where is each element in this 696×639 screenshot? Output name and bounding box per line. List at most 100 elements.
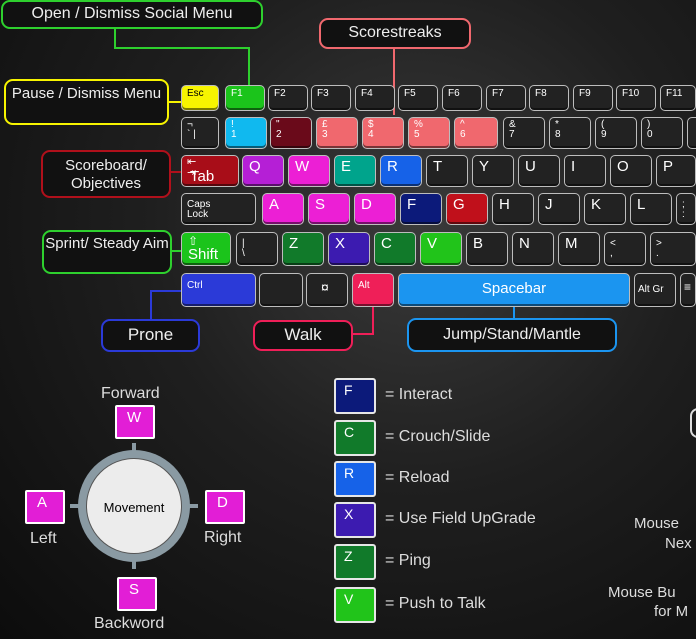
key-q[interactable]: Q	[242, 155, 284, 187]
key-f10[interactable]: F10	[616, 85, 656, 111]
key-a[interactable]: A	[262, 193, 304, 225]
key-z[interactable]: Z	[282, 232, 324, 266]
key-f7[interactable]: F7	[486, 85, 526, 111]
key-backslash[interactable]: |\	[236, 232, 278, 266]
key-l[interactable]: L	[630, 193, 672, 225]
key-backtick[interactable]: ¬ ` |	[181, 117, 219, 149]
key-c[interactable]: C	[374, 232, 416, 266]
key-top-symbol: ¬	[187, 119, 193, 130]
key-tab[interactable]: ⇤⇥ Tab	[181, 155, 239, 187]
key-o[interactable]: O	[610, 155, 652, 187]
legend-label: = Reload	[385, 469, 450, 486]
key-top-symbol: (	[601, 119, 605, 130]
key-f11[interactable]: F11	[660, 85, 696, 111]
mouse-label-4: for M	[654, 603, 689, 620]
key-s[interactable]: S	[308, 193, 350, 225]
key-j[interactable]: J	[538, 193, 580, 225]
key-top-symbol: $	[368, 119, 374, 130]
legend-label: = Use Field UpGrade	[385, 510, 536, 527]
key-shift[interactable]: ⇧ Shift	[181, 232, 231, 266]
legend-key-v: V	[334, 587, 376, 623]
key-g[interactable]: G	[446, 193, 488, 225]
key-4[interactable]: $4	[362, 117, 404, 149]
left-label: Left	[30, 530, 57, 547]
legend-label: = Crouch/Slide	[385, 428, 491, 445]
key-h[interactable]: H	[492, 193, 534, 225]
key-f6[interactable]: F6	[442, 85, 482, 111]
key-top-symbol: £	[322, 119, 328, 130]
key-k[interactable]: K	[584, 193, 626, 225]
key-i[interactable]: I	[564, 155, 606, 187]
key-menu[interactable]: ¤	[306, 273, 348, 307]
key-semicolon[interactable]: ;:	[676, 193, 696, 225]
key-1[interactable]: !1	[225, 117, 267, 149]
key-top-symbol: "	[276, 119, 280, 130]
key-e[interactable]: E	[334, 155, 376, 187]
key-9[interactable]: (9	[595, 117, 637, 149]
key-minus[interactable]	[687, 117, 696, 149]
key-top-symbol: <	[610, 238, 616, 249]
key-f4[interactable]: F4	[355, 85, 395, 111]
key-5[interactable]: %5	[408, 117, 450, 149]
dial-tick	[70, 504, 79, 508]
key-p[interactable]: P	[656, 155, 696, 187]
key-label: Shift	[188, 246, 219, 263]
connector-line	[171, 171, 181, 173]
movement-center-label: Movement	[103, 500, 165, 515]
key-8[interactable]: *8	[549, 117, 591, 149]
prone-callout: Prone	[101, 319, 200, 352]
key-m[interactable]: M	[558, 232, 600, 266]
key-7[interactable]: &7	[503, 117, 545, 149]
connector-line	[513, 307, 515, 320]
key-top-symbol: *	[555, 119, 559, 130]
key-top-symbol: &	[509, 119, 516, 130]
key-u[interactable]: U	[518, 155, 560, 187]
backword-label: Backword	[94, 615, 165, 632]
key-alt[interactable]: Alt	[352, 273, 394, 307]
key-spacebar[interactable]: Spacebar	[398, 273, 630, 307]
connector-line	[150, 290, 182, 292]
key-right-menu[interactable]: ≡	[680, 273, 696, 307]
key-number: 0	[647, 129, 653, 140]
key-period[interactable]: >.	[650, 232, 696, 266]
key-x[interactable]: X	[328, 232, 370, 266]
key-ctrl[interactable]: Ctrl	[181, 273, 256, 307]
key-b[interactable]: B	[466, 232, 508, 266]
legend-key-r: R	[334, 461, 376, 497]
key-f9[interactable]: F9	[573, 85, 613, 111]
key-f2[interactable]: F2	[268, 85, 308, 111]
legend-key-f: F	[334, 378, 376, 414]
key-3[interactable]: £3	[316, 117, 358, 149]
key-number: 9	[601, 129, 607, 140]
key-2[interactable]: "2	[270, 117, 312, 149]
movement-key-w: W	[115, 405, 155, 439]
key-d[interactable]: D	[354, 193, 396, 225]
key-alt-gr[interactable]: Alt Gr	[634, 273, 676, 307]
key-v[interactable]: V	[420, 232, 462, 266]
key-f1[interactable]: F1	[225, 85, 265, 111]
key-w[interactable]: W	[288, 155, 330, 187]
connector-line	[248, 47, 250, 85]
key-comma[interactable]: <,	[604, 232, 646, 266]
key-caps-lock[interactable]: Caps Lock	[181, 193, 256, 225]
key-top-symbol: |	[242, 238, 245, 249]
key-f5[interactable]: F5	[398, 85, 438, 111]
key-y[interactable]: Y	[472, 155, 514, 187]
connector-line	[150, 290, 152, 320]
key-bottom-symbol: \	[242, 248, 245, 259]
walk-callout: Walk	[253, 320, 353, 351]
dial-tick	[132, 443, 136, 452]
key-number: 5	[414, 129, 420, 140]
key-f[interactable]: F	[400, 193, 442, 225]
key-r[interactable]: R	[380, 155, 422, 187]
key-f8[interactable]: F8	[529, 85, 569, 111]
movement-key-a: A	[25, 490, 65, 524]
key-n[interactable]: N	[512, 232, 554, 266]
key-number: 7	[509, 129, 515, 140]
key-esc[interactable]: Esc	[181, 85, 219, 111]
key-f3[interactable]: F3	[311, 85, 351, 111]
key-0[interactable]: )0	[641, 117, 683, 149]
key-t[interactable]: T	[426, 155, 468, 187]
key-6[interactable]: ^6	[454, 117, 498, 149]
key-windows[interactable]	[259, 273, 303, 307]
